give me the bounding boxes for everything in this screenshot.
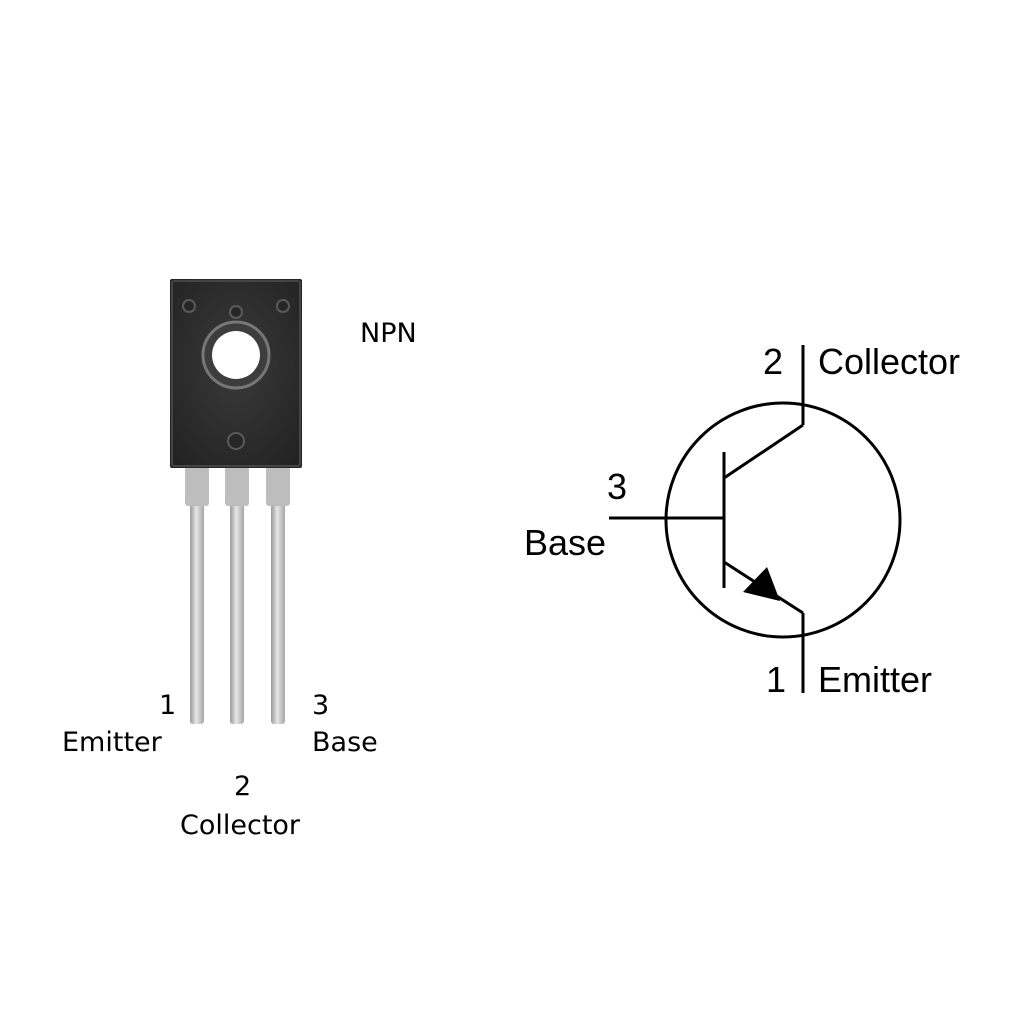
- schematic-envelope-circle: [664, 401, 902, 639]
- schematic-base-number: 3: [607, 466, 628, 507]
- pin-1-number: 1: [159, 690, 177, 721]
- collector-diagonal: [723, 423, 804, 480]
- lead-base: [271, 468, 285, 724]
- schematic-emitter-number: 1: [766, 659, 787, 700]
- pin-3-name: Base: [312, 727, 378, 758]
- pin-3-number: 3: [312, 690, 330, 721]
- ejector-mark: [229, 305, 243, 319]
- lead-emitter: [190, 468, 204, 724]
- schematic-collector-number: 2: [763, 341, 784, 382]
- pin-2-number: 2: [234, 771, 252, 802]
- package-type-label: NPN: [360, 318, 417, 349]
- schematic-emitter-name: Emitter: [818, 659, 933, 700]
- pin-2-name: Collector: [180, 810, 301, 841]
- schematic-base-name: Base: [524, 522, 607, 563]
- emitter-arrow-icon: [743, 567, 780, 601]
- pin-1-name: Emitter: [62, 727, 162, 758]
- package-body: [170, 279, 302, 468]
- schematic-collector-name: Collector: [818, 341, 961, 382]
- ejector-mark: [227, 432, 245, 450]
- ejector-mark: [182, 299, 196, 313]
- lead-collector: [230, 468, 244, 724]
- ejector-mark: [276, 299, 290, 313]
- package-leads: [185, 466, 290, 724]
